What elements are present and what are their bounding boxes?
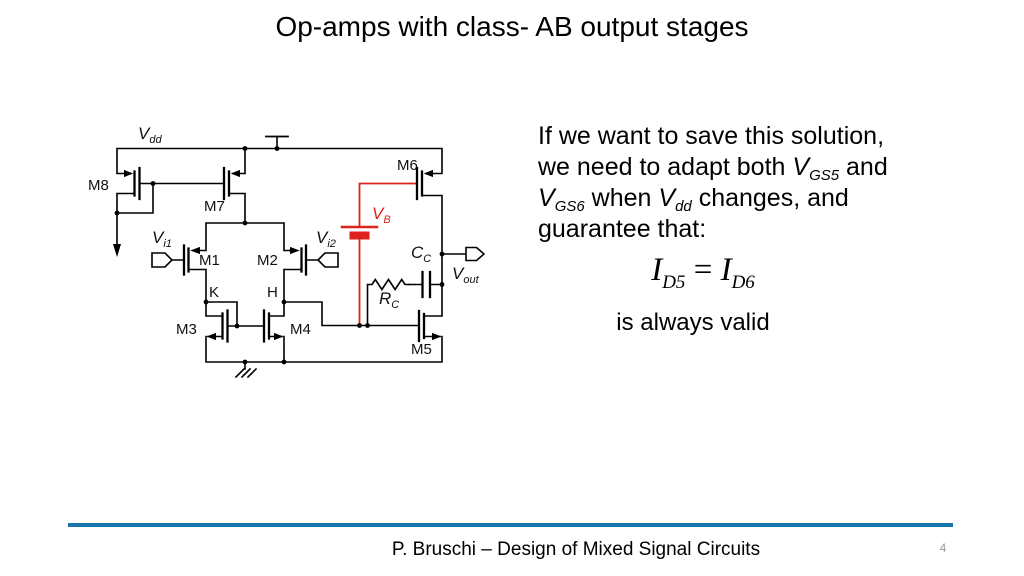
formula-note: is always valid — [616, 309, 770, 336]
label-m7: M7 — [204, 198, 225, 215]
label-vi1: Vi1 — [152, 228, 172, 250]
resistor-rc — [366, 278, 410, 327]
footer-divider-line — [68, 523, 953, 527]
label-m4: M4 — [290, 321, 311, 338]
m6-source-arrow — [423, 169, 433, 178]
output-port-vout — [465, 246, 486, 262]
vb-wire — [358, 182, 418, 327]
label-node-k: K — [209, 284, 219, 301]
ground-symbol — [234, 367, 258, 379]
label-m2: M2 — [257, 252, 278, 269]
label-m5: M5 — [411, 341, 432, 358]
battery-vb — [340, 182, 418, 327]
vb-minus-plate — [349, 231, 370, 240]
capacitor-cc — [421, 270, 432, 299]
label-rc: RC — [379, 289, 399, 311]
transistor-m5 — [417, 309, 442, 343]
label-node-h: H — [267, 284, 278, 301]
label-cc: CC — [411, 243, 431, 265]
label-vi2: Vi2 — [316, 228, 336, 250]
formula-id5-equals-id6: ID5 = ID6 — [651, 252, 755, 293]
page-number: 4 — [939, 541, 947, 555]
input-port-vi2 — [316, 252, 339, 268]
label-m8: M8 — [88, 177, 109, 194]
body-line-1: If we want to save this solution, — [538, 122, 885, 150]
label-vb: VB — [372, 204, 391, 226]
transistor-m6 — [415, 166, 433, 201]
m3-source-arrow — [206, 332, 216, 341]
m4-source-arrow — [274, 332, 284, 341]
label-m1: M1 — [199, 252, 220, 269]
m5-source-arrow — [432, 332, 442, 341]
slide-title: Op-amps with class- AB output stages — [275, 11, 749, 42]
m7-source-arrow — [230, 169, 240, 178]
transistor-m3 — [206, 309, 229, 343]
transistor-m2 — [290, 244, 308, 276]
label-m3: M3 — [176, 321, 197, 338]
m1-source-arrow — [190, 246, 200, 255]
footer-credit: P. Bruschi – Design of Mixed Signal Circ… — [391, 539, 761, 560]
m8-source-arrow — [124, 169, 134, 178]
body-line-4: guarantee that: — [538, 215, 707, 243]
label-vout: Vout — [452, 264, 480, 286]
transistor-m8 — [113, 166, 141, 257]
label-vdd: Vdd — [138, 124, 162, 146]
body-line-3: VGS6 when Vdd changes, and — [538, 184, 849, 215]
label-m6: M6 — [397, 157, 418, 174]
opamp-circuit-diagram: Vdd M8 M7 Vi1 Vi2 M1 M2 K H M3 M4 M5 M6 … — [80, 110, 500, 400]
body-paragraph: If we want to save this solution, we nee… — [538, 121, 898, 245]
transistor-m4 — [262, 309, 284, 343]
m8-bias-current-arrow — [113, 244, 121, 257]
body-line-2: we need to adapt both VGS5 and — [538, 153, 888, 184]
input-port-vi1 — [151, 252, 174, 268]
transistor-m1 — [182, 244, 200, 276]
m2-source-arrow — [290, 246, 300, 255]
transistor-m7 — [222, 166, 240, 201]
junction-dots — [114, 146, 445, 365]
